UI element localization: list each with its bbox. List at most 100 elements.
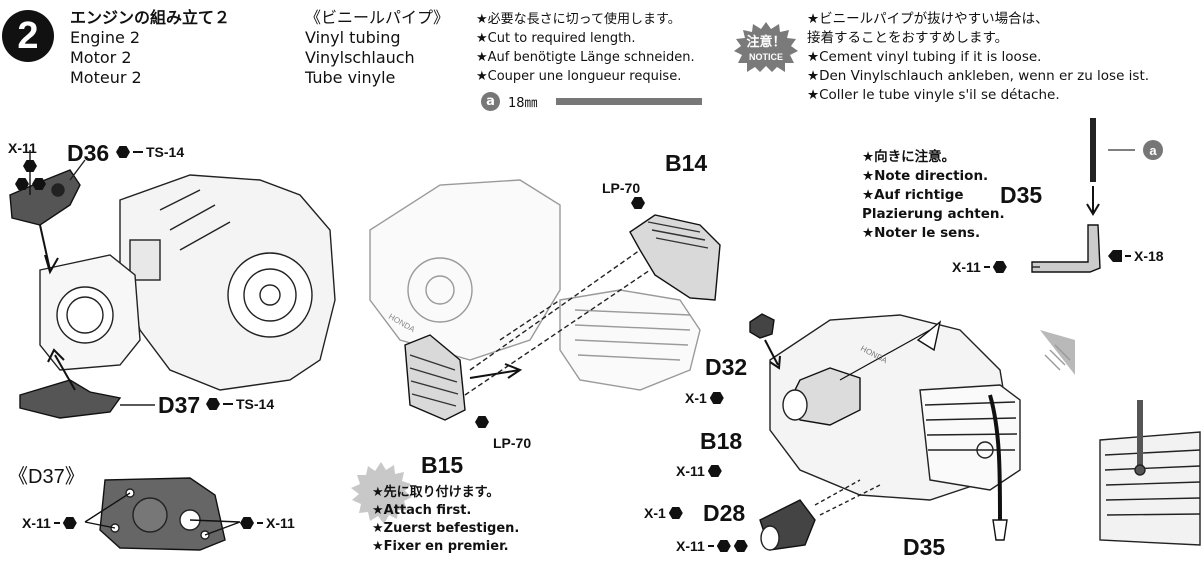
b15-part — [404, 334, 466, 421]
direction-fr: ★Noter le sens. — [862, 225, 981, 241]
screw-label: X-18 — [1134, 248, 1164, 264]
left-engine-drawing — [39, 174, 336, 391]
hex-icon-d36-c — [32, 178, 46, 190]
x11-left-detail: X-11 — [22, 515, 77, 531]
screw-hex-icon — [1108, 250, 1122, 262]
label-b18: B18 — [700, 428, 743, 454]
paint-ts14-d37: TS-14 — [206, 396, 274, 412]
paint-hex-icon-b14 — [631, 197, 645, 209]
attach-fr: ★Fixer en premier. — [372, 539, 509, 554]
vinyl-heading: 《ビニールパイプ》 Vinyl tubing Vinylschlauch Tub… — [305, 8, 449, 88]
screw-label: X-1 — [685, 390, 707, 406]
vinyl-jp: 《ビニールパイプ》 — [305, 8, 450, 27]
hex-icon-d36-a — [23, 160, 37, 172]
paint-label: TS-14 — [146, 144, 185, 160]
label-b14: B14 — [665, 150, 708, 176]
label-d32: D32 — [705, 354, 748, 380]
tube-letter-badge: a — [481, 92, 500, 111]
d35-elbow — [1031, 224, 1101, 273]
direction-arrow — [1040, 330, 1075, 375]
cylinder-detail — [1099, 400, 1201, 546]
d36-part — [9, 169, 81, 226]
title-en: Engine 2 — [70, 28, 141, 47]
tube-length-bar — [555, 98, 702, 105]
notice-jp1: ★ビニールパイプが抜けやすい場合は、 — [807, 11, 1049, 27]
title-de: Motor 2 — [70, 48, 132, 67]
label-b15: B15 — [421, 452, 464, 478]
hex-icon-d36-b — [15, 178, 29, 190]
direction-note: ★向きに注意。 ★Note direction. ★Auf richtige P… — [862, 148, 1005, 243]
paint-lp70-b14: LP-70 — [602, 180, 641, 196]
paint-hex-icon — [206, 398, 220, 410]
screw-label: X-11 — [676, 463, 705, 479]
label-d35-bottom: D35 — [903, 534, 946, 560]
cut-jp: ★必要な長さに切って使用します。 — [476, 12, 681, 27]
screw-label: X-11 — [952, 259, 981, 275]
x11-right-detail: X-11 — [240, 515, 295, 531]
direction-de2: Plazierung achten. — [862, 206, 1005, 222]
cut-instructions: ★必要な長さに切って使用します。 ★Cut to required length… — [476, 10, 695, 86]
screw-label: X-11 — [676, 538, 705, 554]
middle-engine-drawing — [369, 179, 701, 391]
screw-hex-icon — [240, 517, 254, 529]
label-d28: D28 — [703, 500, 746, 526]
notice-badge-jp: 注意！ — [746, 34, 785, 50]
step-number-badge: 2 — [2, 10, 54, 62]
x11-b18: X-11 — [676, 463, 722, 479]
label-d37: D37 — [158, 392, 201, 418]
notice-badge: 注意！ NOTICE — [734, 22, 798, 72]
x11-tube: X-11 — [952, 259, 1007, 275]
b18-part — [789, 367, 861, 426]
notice-burst-icon: 注意！ NOTICE — [734, 22, 798, 72]
x1-d32: X-1 — [685, 390, 724, 406]
screw-hex-icon — [733, 540, 748, 552]
screw-label: X-1 — [644, 505, 666, 521]
direction-jp: ★向きに注意。 — [862, 149, 956, 165]
step-title: エンジンの組み立て２ Engine 2 Motor 2 Moteur 2 — [70, 8, 230, 88]
paint-ts14-d36: TS-14 — [116, 144, 184, 160]
d37-detail-heading: 《D37》 — [8, 466, 85, 488]
d32-part — [749, 313, 775, 339]
tube-length: 18㎜ — [508, 96, 538, 111]
cut-en: ★Cut to required length. — [476, 31, 636, 46]
x1-d28: X-1 — [644, 505, 683, 521]
vinyl-fr: Tube vinyle — [305, 68, 396, 87]
tube-a-badge — [1143, 140, 1163, 160]
screw-hex-icon — [707, 465, 722, 477]
cut-fr: ★Couper une longueur requise. — [476, 69, 682, 84]
d35-tube — [988, 394, 1002, 521]
paint-hex-icon-b15 — [475, 416, 489, 428]
screw-hex-icon — [62, 517, 77, 529]
d37-part — [19, 379, 122, 419]
notice-jp2: 接着することをおすすめします。 — [807, 30, 1009, 46]
direction-de1: ★Auf richtige — [862, 187, 964, 203]
tube-measure: a 18㎜ — [481, 92, 702, 111]
paint-hex-icon — [116, 146, 130, 158]
title-fr: Moteur 2 — [70, 68, 142, 87]
label-d35-top: D35 — [1000, 182, 1043, 208]
notice-fr: ★Coller le tube vinyle s'il se détache. — [807, 87, 1060, 103]
attach-first-burst-icon — [351, 462, 412, 524]
attach-de: ★Zuerst befestigen. — [372, 521, 520, 536]
b14-part — [629, 214, 721, 301]
attach-first-note: ★先に取り付けます。 ★Attach first. ★Zuerst befest… — [372, 484, 519, 556]
notice-badge-en: NOTICE — [749, 52, 783, 62]
cut-de: ★Auf benötigte Länge schneiden. — [476, 50, 695, 65]
vinyl-en: Vinyl tubing — [305, 28, 401, 47]
title-jp: エンジンの組み立て２ — [70, 8, 231, 27]
paint-lp70-b15: LP-70 — [493, 435, 532, 451]
screw-label: X-11 — [22, 515, 51, 531]
notice-text: ★ビニールパイプが抜けやすい場合は、 接着することをおすすめします。 ★Ceme… — [807, 10, 1149, 105]
direction-en: ★Note direction. — [862, 168, 989, 184]
notice-de: ★Den Vinylschlauch ankleben, wenn er zu … — [807, 68, 1150, 84]
vinyl-de: Vinylschlauch — [305, 48, 415, 67]
screw-label: X-11 — [266, 515, 295, 531]
screw-hex-icon — [709, 392, 724, 404]
screw-hex-icon — [716, 540, 731, 552]
attach-en: ★Attach first. — [372, 503, 472, 518]
paint-label: TS-14 — [236, 396, 275, 412]
tube-a-letter: a — [1149, 143, 1157, 158]
screw-hex-icon — [992, 261, 1007, 273]
label-x11-d36: X-11 — [8, 140, 37, 156]
